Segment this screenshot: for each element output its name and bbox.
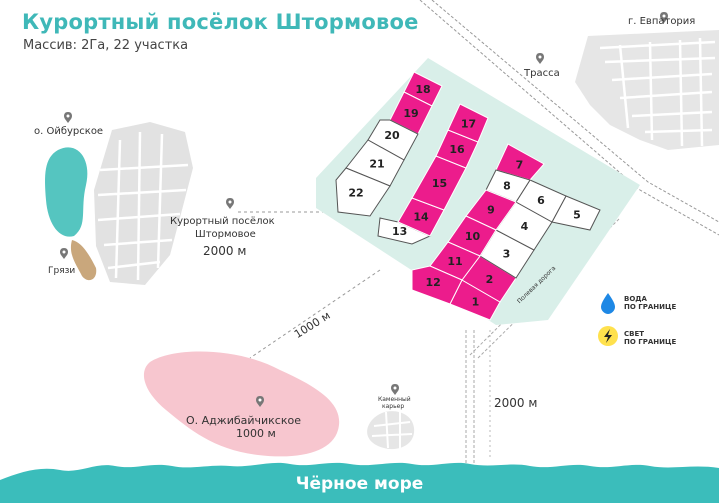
shtormovoe-village-area (94, 122, 193, 285)
legend-water-line1: Вода (624, 295, 647, 303)
plot-number-10: 10 (465, 230, 481, 243)
distance-line-lake (249, 269, 381, 359)
quarry-pin-icon (391, 384, 399, 395)
plot-number-11: 11 (447, 255, 462, 268)
highway-road (419, 0, 719, 236)
legend-power: Свет по границе (624, 330, 676, 346)
lightning-icon (598, 326, 618, 346)
plot-number-6: 6 (537, 194, 545, 207)
lake-adzhibaychikskoe (143, 351, 340, 457)
mud-pin-icon (60, 248, 68, 259)
label-black-sea: Чёрное море (295, 474, 424, 494)
evpatoria-city-area (575, 30, 719, 150)
label-mud: Грязи (48, 266, 76, 276)
label-village-distance: 2000 м (203, 244, 247, 258)
label-distance-2000: 2000 м (494, 396, 538, 410)
plot-number-18: 18 (415, 83, 430, 96)
plot-number-16: 16 (449, 143, 465, 156)
plot-number-22: 22 (348, 186, 363, 199)
label-village-line2: Штормовое (195, 229, 256, 240)
highway-pin-icon (536, 53, 544, 64)
plot-number-15: 15 (432, 177, 447, 190)
plot-number-2: 2 (486, 273, 494, 286)
mud-area (70, 240, 97, 281)
plot-number-5: 5 (573, 209, 581, 222)
legend-power-line1: Свет (624, 330, 645, 338)
label-lake-adzh-line2: 1000 м (236, 427, 276, 440)
page-title: Курортный посёлок Штормовое (22, 10, 419, 34)
page-subtitle: Массив: 2Га, 22 участка (23, 38, 189, 53)
evpatoria-pin-icon (660, 12, 668, 23)
label-lake-oyburskoe: о. Ойбурское (34, 126, 104, 137)
plot-number-4: 4 (521, 220, 529, 233)
plot-number-20: 20 (384, 129, 400, 142)
lake-oyburskoe (45, 147, 88, 237)
village-pin-icon (226, 198, 234, 209)
plot-12[interactable] (411, 265, 463, 305)
label-evpatoria: г. Евпатория (628, 16, 696, 27)
plot-number-9: 9 (487, 204, 495, 217)
plot-number-7: 7 (516, 159, 524, 172)
plot-22[interactable] (335, 167, 391, 217)
oyburskoe-pin-icon (64, 112, 72, 123)
plot-17[interactable] (447, 103, 489, 143)
plot-number-19: 19 (403, 107, 418, 120)
plot-number-12: 12 (426, 276, 441, 289)
label-highway: Трасса (524, 68, 560, 79)
legend-water: Вода по границе (624, 295, 676, 311)
label-quarry-line1: Каменный (378, 396, 411, 403)
plot-number-8: 8 (503, 180, 511, 193)
label-village-line1: Курортный посёлок (170, 216, 275, 227)
legend-power-line2: по границе (624, 338, 677, 346)
legend-water-line2: по границе (624, 303, 677, 311)
label-quarry-line2: карьер (382, 403, 405, 410)
plot-number-13: 13 (392, 225, 407, 238)
plot-number-17: 17 (461, 118, 476, 131)
label-lake-adzh-line1: О. Аджибайчикское (186, 414, 301, 427)
plot-number-3: 3 (503, 248, 511, 261)
plot-number-14: 14 (413, 211, 429, 224)
plot-number-21: 21 (369, 158, 384, 171)
lake-adzh-pin-icon (256, 396, 264, 407)
water-drop-icon (601, 293, 615, 314)
stone-quarry (367, 411, 415, 450)
plot-number-1: 1 (472, 296, 480, 309)
black-sea (0, 462, 719, 503)
